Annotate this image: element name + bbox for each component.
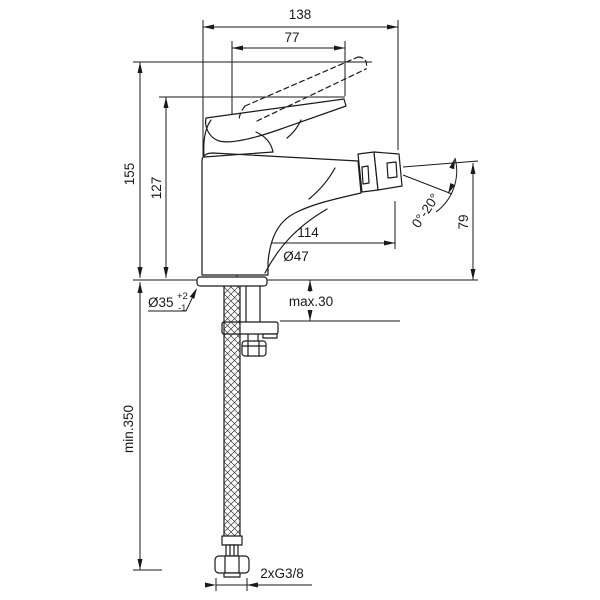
aerator — [357, 151, 403, 193]
cartridge-dome-bottom — [203, 151, 274, 158]
supply-hose — [214, 285, 250, 578]
dim-arrow — [203, 24, 214, 30]
aerator-cap-window — [386, 161, 398, 179]
lever-handle — [203, 56, 368, 158]
dim-deck-thickness: max.30 — [289, 280, 333, 321]
dim-arrow — [247, 582, 258, 588]
dim-arrow — [448, 182, 455, 194]
faucet-fixture — [201, 56, 403, 276]
dim-mounting-hole: Ø35 +2 -1 — [148, 288, 197, 314]
neck-inner-curve — [264, 208, 328, 274]
angle-arc — [435, 157, 458, 213]
dim-spout-height-label: 127 — [149, 177, 164, 200]
raised-lever-tip — [357, 56, 368, 70]
faucet-body-outline — [201, 152, 362, 276]
dim-arrow — [384, 240, 395, 246]
dim-arrow — [307, 280, 313, 291]
spout-tip-inner-curve — [308, 167, 336, 200]
dim-arrow — [137, 267, 143, 278]
raised-lever-heel — [238, 105, 246, 122]
dim-base-diameter-label: Ø47 — [283, 249, 309, 264]
mounting-hardware — [196, 276, 279, 578]
dim-deck-thickness-label: max.30 — [289, 294, 333, 309]
dim-arrow — [163, 97, 169, 108]
dim-lever-length-label: 77 — [284, 30, 299, 45]
aerator-ring-window — [361, 165, 370, 185]
dim-arrow — [137, 282, 143, 293]
mounting-flange-tab — [262, 333, 278, 339]
dim-arrow — [334, 45, 345, 51]
hose-ferrule — [221, 535, 243, 546]
leader-arrow — [189, 288, 197, 299]
dim-arrow — [137, 559, 143, 570]
spray-angle-ray-20 — [402, 174, 453, 195]
dim-arrow — [137, 62, 143, 73]
dim-lever-length: 77 — [232, 30, 345, 51]
dim-connection-thread-label: 2xG3/8 — [260, 566, 304, 581]
dim-arrow — [307, 310, 313, 321]
spray-angle-ray-0 — [402, 160, 479, 168]
connector-nut-step — [223, 572, 241, 578]
dim-arrow — [205, 582, 216, 588]
dim-arrow — [232, 45, 243, 51]
dim-spout-reach-label: 114 — [297, 225, 319, 240]
dim-total-height: 155 — [122, 62, 143, 278]
dim-hose-length: min.350 — [121, 282, 143, 570]
dim-spout-height: 127 — [149, 97, 169, 278]
hose-braid-pattern — [224, 286, 240, 536]
dim-mounting-hole-tol-plus: +2 — [177, 291, 188, 302]
base-gasket — [196, 276, 268, 287]
dim-arrow — [163, 267, 169, 278]
dim-arrow — [387, 24, 398, 30]
dim-arrow — [470, 269, 476, 280]
dim-outlet-height: 79 — [456, 163, 476, 280]
cartridge-dome-right — [255, 131, 274, 153]
dim-mounting-hole-tol-minus: -1 — [178, 303, 186, 314]
dim-arrow — [470, 163, 476, 174]
raised-lever-top-edge — [244, 56, 359, 107]
raised-lever-bottom-edge — [256, 68, 367, 122]
dim-mounting-hole-label: Ø35 — [148, 295, 174, 310]
dim-outlet-height-label: 79 — [456, 214, 471, 229]
dim-hose-length-label: min.350 — [121, 405, 136, 453]
dim-connection-thread: 2xG3/8 — [205, 566, 312, 588]
dim-total-height-label: 155 — [122, 163, 137, 186]
dim-arrow — [449, 158, 455, 170]
lever-blade-shading — [286, 119, 302, 139]
mounting-nut — [241, 340, 267, 357]
hose-connector-nut — [214, 555, 250, 574]
hose-ferrule-neck — [225, 544, 239, 557]
cartridge-dome-left — [203, 119, 212, 158]
lever-blade — [205, 98, 347, 143]
lever-raised-dashed — [238, 56, 368, 122]
dim-total-width: 138 — [203, 7, 398, 30]
dim-total-width-label: 138 — [289, 7, 312, 22]
